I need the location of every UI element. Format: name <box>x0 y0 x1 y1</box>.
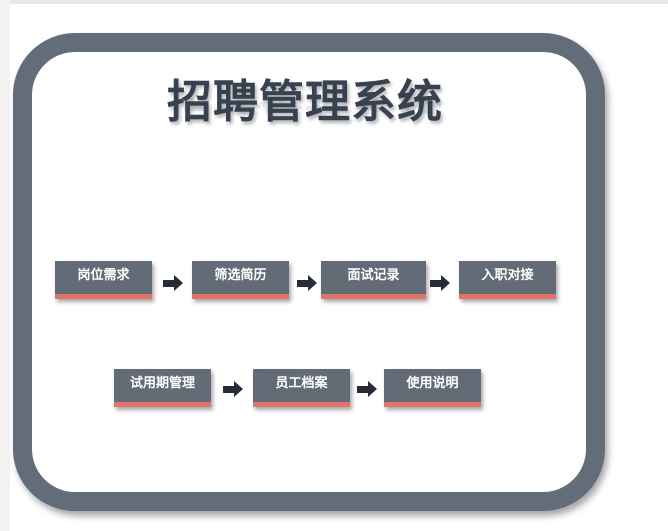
sheet-top-edge <box>0 0 668 4</box>
step-button-job-demand[interactable]: 岗位需求 <box>55 261 152 299</box>
step-button-onboarding[interactable]: 入职对接 <box>459 261 556 299</box>
sheet-left-edge <box>0 0 10 531</box>
step-button-instructions[interactable]: 使用说明 <box>384 369 481 407</box>
step-button-employee-records[interactable]: 员工档案 <box>253 369 350 407</box>
step-button-probation-management[interactable]: 试用期管理 <box>114 369 211 407</box>
page-title: 招聘管理系统 <box>166 75 443 128</box>
step-button-interview-records[interactable]: 面试记录 <box>321 261 426 299</box>
step-button-resume-screening[interactable]: 筛选简历 <box>192 261 289 299</box>
